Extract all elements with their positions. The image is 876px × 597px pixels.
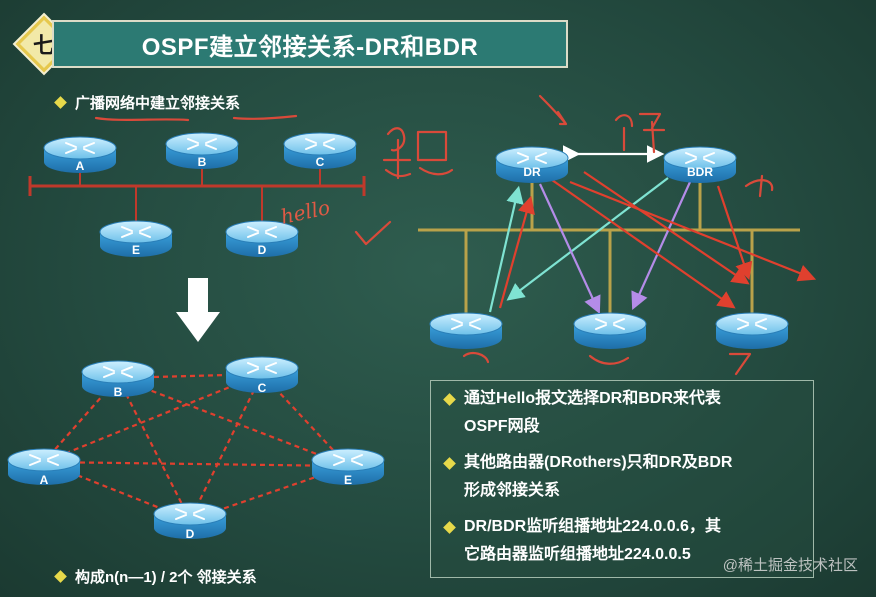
router-label: D bbox=[186, 527, 195, 541]
subtitle-bullet: 广播网络中建立邻接关系 bbox=[54, 92, 241, 113]
router-label: B bbox=[198, 155, 207, 169]
info-line: DR/BDR监听组播地址224.0.0.6，其 bbox=[464, 518, 721, 535]
router-drother-1 bbox=[429, 312, 503, 350]
router-label: E bbox=[132, 243, 140, 257]
watermark: @稀土掘金技术社区 bbox=[722, 557, 858, 574]
router-a-mesh: A bbox=[7, 448, 81, 487]
router-drother-3 bbox=[715, 312, 789, 350]
info-panel: 通过Hello报文选择DR和BDR来代表 OSPF网段 其他路由器(DRothe… bbox=[430, 380, 814, 578]
check-mark-icon bbox=[354, 220, 392, 246]
router-c-top: C bbox=[283, 132, 357, 170]
info-line: 它路由器监听组播地址224.0.0.5 bbox=[464, 546, 691, 563]
router-bdr: BDR bbox=[663, 146, 737, 184]
bullet-icon bbox=[443, 393, 456, 406]
down-arrow-icon bbox=[176, 278, 220, 342]
subtitle-text: 广播网络中建立邻接关系 bbox=[75, 95, 241, 112]
slide-title: OSPF建立邻接关系-DR和BDR bbox=[52, 20, 568, 68]
router-b-mesh: B bbox=[81, 360, 155, 399]
bullet-icon bbox=[443, 457, 456, 470]
formula-text: 构成n(n—1) / 2个 邻接关系 bbox=[75, 569, 257, 586]
router-label: A bbox=[40, 473, 49, 487]
router-label: BDR bbox=[687, 165, 713, 179]
router-label: A bbox=[76, 159, 85, 173]
router-c-mesh: C bbox=[225, 356, 299, 395]
router-d-top: D bbox=[225, 220, 299, 258]
router-label: B bbox=[114, 385, 123, 399]
full-mesh-links bbox=[43, 372, 349, 522]
hello-annotation: hello bbox=[279, 195, 332, 229]
router-label: C bbox=[258, 381, 267, 395]
router-label: DR bbox=[523, 165, 541, 179]
router-drother-2 bbox=[573, 312, 647, 350]
handwritten-notes bbox=[94, 94, 774, 376]
info-item: 其他路由器(DRothers)只和DR及BDR 形成邻接关系 bbox=[443, 449, 733, 505]
router-label: D bbox=[258, 243, 267, 257]
router-e-top: E bbox=[99, 220, 173, 258]
router-label: E bbox=[344, 473, 352, 487]
info-line: 形成邻接关系 bbox=[464, 482, 561, 499]
router-dr: DR bbox=[495, 146, 569, 184]
info-line: 其他路由器(DRothers)只和DR及BDR bbox=[464, 454, 733, 471]
hello-arrows bbox=[488, 145, 817, 314]
bullet-icon bbox=[443, 521, 456, 534]
info-line: OSPF网段 bbox=[464, 418, 540, 435]
section-number: 七 bbox=[32, 33, 55, 58]
router-b-top: B bbox=[165, 132, 239, 170]
router-a-top: A bbox=[43, 136, 117, 174]
info-line: 通过Hello报文选择DR和BDR来代表 bbox=[464, 390, 721, 407]
formula-bullet: 构成n(n—1) / 2个 邻接关系 bbox=[54, 566, 257, 587]
router-label: C bbox=[316, 155, 325, 169]
info-item: 通过Hello报文选择DR和BDR来代表 OSPF网段 bbox=[443, 385, 721, 441]
router-e-mesh: E bbox=[311, 448, 385, 487]
info-item: DR/BDR监听组播地址224.0.0.6，其 它路由器监听组播地址224.0.… bbox=[443, 513, 721, 569]
router-d-mesh: D bbox=[153, 502, 227, 541]
